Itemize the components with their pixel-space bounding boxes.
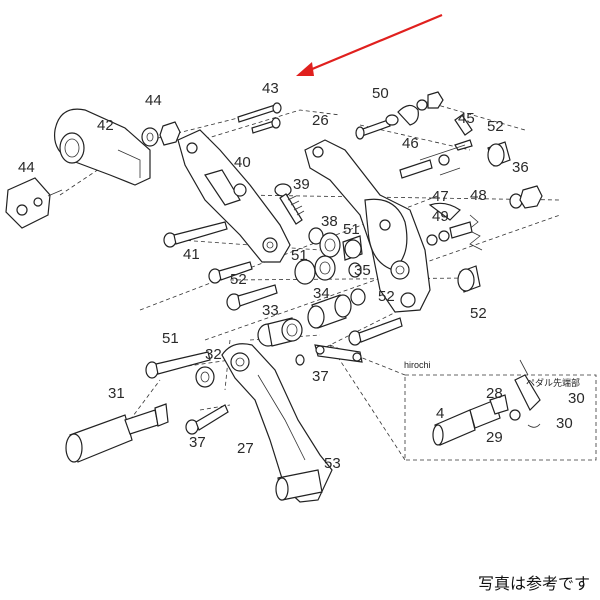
callout: 49	[432, 208, 449, 225]
parts-52	[226, 141, 511, 346]
bushing-33	[257, 317, 303, 347]
bolts-41	[163, 221, 253, 284]
parts-50	[355, 91, 444, 140]
callout: 47	[432, 188, 449, 205]
bolt-51-lower	[145, 351, 211, 379]
footpeg-31	[65, 403, 169, 463]
parts-45-46	[399, 114, 473, 179]
callout: 53	[324, 455, 341, 472]
callout: 35	[354, 262, 371, 279]
callout: 51	[291, 247, 308, 264]
callout: 51	[162, 330, 179, 347]
pedal-tip-53	[275, 469, 323, 501]
inset-note: ペダル先端部	[526, 377, 580, 388]
callout: 34	[313, 285, 330, 302]
bolt-39	[274, 183, 305, 225]
spacers-38-51-35-34	[294, 227, 366, 329]
callout: 44	[145, 92, 162, 109]
callout: 31	[108, 385, 125, 402]
callout: 43	[262, 80, 279, 97]
callout: 41	[183, 246, 200, 263]
parts-37	[185, 344, 363, 435]
callout: 28	[486, 385, 503, 402]
washer-32	[195, 366, 215, 388]
callout: 39	[293, 176, 310, 193]
callout: 52	[378, 288, 395, 305]
callout: 52	[230, 271, 247, 288]
callout: 51	[343, 221, 360, 238]
nut-washer-44	[141, 121, 181, 147]
callout: 52	[487, 118, 504, 135]
callout: 29	[486, 429, 503, 446]
highlight-arrow	[296, 13, 443, 76]
callout: 45	[458, 110, 475, 127]
callout: 42	[97, 117, 114, 134]
part-44-clamp	[5, 177, 63, 229]
bolts-43	[237, 102, 282, 134]
watermark: hirochi	[404, 360, 431, 370]
callout: 32	[205, 346, 222, 363]
callout: 48	[470, 187, 487, 204]
callout: 44	[18, 159, 35, 176]
callout: 37	[312, 368, 329, 385]
callout: 36	[512, 159, 529, 176]
reference-caption: 写真は参考です	[477, 574, 590, 593]
inset-parts	[432, 359, 541, 446]
callout: 52	[470, 305, 487, 322]
callout: 38	[321, 213, 338, 230]
part-40-plate	[177, 129, 291, 263]
parts-47-48-49	[426, 202, 483, 251]
callout: 46	[402, 135, 419, 152]
part-26-plate	[304, 139, 431, 313]
callout: 40	[234, 154, 251, 171]
callout: 4	[436, 405, 444, 422]
part-42-bracket	[53, 108, 151, 186]
callout: 30	[556, 415, 573, 432]
parts-36	[509, 185, 543, 209]
callout: 50	[372, 85, 389, 102]
callout: 26	[312, 112, 329, 129]
pedal-lever-27	[221, 343, 333, 503]
callout: 33	[262, 302, 279, 319]
detail-inset	[329, 344, 597, 461]
callout: 27	[237, 440, 254, 457]
callout: 30	[568, 390, 585, 407]
callout: 37	[189, 434, 206, 451]
callout-labels: 43 44 42 44 26 50 40 45 52 39 46 36 38 5…	[18, 80, 585, 472]
